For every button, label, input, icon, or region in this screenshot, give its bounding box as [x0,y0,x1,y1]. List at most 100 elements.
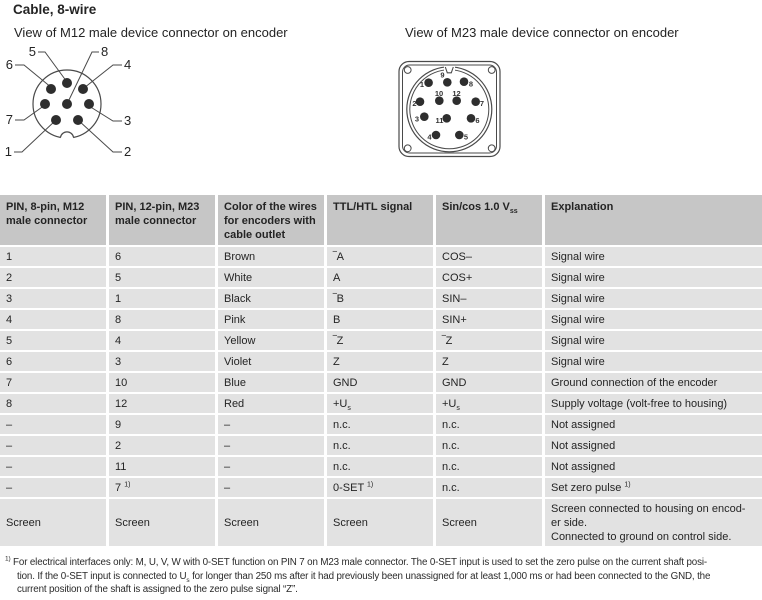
table-cell: 5 [0,331,106,350]
m23-pins [415,77,480,140]
table-cell: Brown [218,247,324,266]
table-cell: 3 [0,289,106,308]
table-cell: n.c. [327,457,433,476]
pin-label: 10 [435,89,443,98]
pin-label: 7 [6,112,13,127]
table-cell: ‾Z [327,331,433,350]
page-title: Cable, 8-wire [13,2,97,17]
table-cell: 4 [109,331,215,350]
table-cell: White [218,268,324,287]
m23-pin-labels: 9 1 8 10 12 2 7 3 11 6 4 5 [412,71,484,142]
col-header-explanation: Explanation [545,195,762,245]
table-cell: GND [327,373,433,392]
table-cell: n.c. [436,436,542,455]
m23-caption: View of M23 male device connector on enc… [405,25,679,40]
table-cell: 6 [109,247,215,266]
table-cell: – [0,436,106,455]
table-cell: 0-SET 1) [327,478,433,497]
col-header-pin-m12: PIN, 8-pin, M12 male connector [0,195,106,245]
m12-pin-labels: 5 8 6 4 7 3 1 2 [5,44,131,159]
m23-mounting-holes [403,66,496,153]
table-cell: ‾A [327,247,433,266]
col-header-sincos-signal: Sin/cos 1.0 Vss [436,195,542,245]
m12-connector-diagram: 5 8 6 4 7 3 1 2 [5,44,131,159]
table-cell: n.c. [327,436,433,455]
table-cell: 8 [109,310,215,329]
m23-flange-outer [398,60,501,158]
pin-label: 1 [420,80,424,89]
pin-label: 1 [5,144,12,159]
table-cell: Signal wire [545,352,762,371]
table-cell: Yellow [218,331,324,350]
table-cell: Screen [436,499,542,546]
pin-label: 6 [6,57,13,72]
table-cell: COS+ [436,268,542,287]
m23-notch-mask [444,65,455,74]
table-cell: B [327,310,433,329]
table-cell: n.c. [436,478,542,497]
col-header-pin-m23: PIN, 12-pin, M23 male connector [109,195,215,245]
table-cell: SIN– [436,289,542,308]
table-cell: Signal wire [545,289,762,308]
table-cell: – [0,457,106,476]
table-cell: Z [327,352,433,371]
table-cell: 2 [0,268,106,287]
table-cell: n.c. [436,415,542,434]
table-cell: 1 [0,247,106,266]
pin-label: 2 [412,99,416,108]
table-cell: 7 [0,373,106,392]
pin-label: 9 [440,71,444,80]
table-cell: Ground connection of the encoder [545,373,762,392]
table-cell: 6 [0,352,106,371]
table-cell: Signal wire [545,268,762,287]
pin-label: 3 [415,115,419,124]
m23-flange-inner [402,64,497,154]
table-cell: Black [218,289,324,308]
pin-label: 6 [475,116,479,125]
table-cell: Z [436,352,542,371]
table-cell: Set zero pulse 1) [545,478,762,497]
table-cell: Screen [0,499,106,546]
m12-leader-lines [14,51,122,153]
col-header-wire-color: Color of the wires for encoders with cab… [218,195,324,245]
m12-caption: View of M12 male device connector on enc… [14,25,288,40]
table-cell: Not assigned [545,436,762,455]
table-cell: Signal wire [545,331,762,350]
table-cell: Red [218,394,324,413]
table-cell: 10 [109,373,215,392]
col-header-ttl-signal: TTL/HTL signal [327,195,433,245]
m23-connector-diagram: 9 1 8 10 12 2 7 3 11 6 4 5 [398,60,501,158]
table-cell: COS– [436,247,542,266]
table-cell: Screen [218,499,324,546]
table-cell: 1 [109,289,215,308]
footnote-1: 1) For electrical interfaces only: M, U,… [5,555,711,595]
table-cell: Signal wire [545,310,762,329]
table-cell: 5 [109,268,215,287]
table-cell: Blue [218,373,324,392]
pin-label: 5 [29,44,36,59]
table-cell: Not assigned [545,415,762,434]
m12-notch-mask [60,135,74,140]
table-cell: n.c. [436,457,542,476]
pin-label: 5 [464,133,468,142]
table-cell: – [218,478,324,497]
table-cell: – [0,415,106,434]
table-cell: 7 1) [109,478,215,497]
pin-label: 12 [452,89,460,98]
table-cell: 3 [109,352,215,371]
m23-keyway-notch [444,66,454,74]
pin-label: 4 [427,133,432,142]
table-cell: Screen connected to housing on encod-er … [545,499,762,546]
table-cell: – [218,415,324,434]
m12-keyway-notch [59,131,75,138]
table-cell: +Us [436,394,542,413]
table-cell: Signal wire [545,247,762,266]
table-cell: n.c. [327,415,433,434]
table-cell: 9 [109,415,215,434]
pin-label: 11 [436,116,444,125]
table-cell: 8 [0,394,106,413]
table-cell: – [218,436,324,455]
pin-label: 2 [124,144,131,159]
table-cell: Screen [109,499,215,546]
